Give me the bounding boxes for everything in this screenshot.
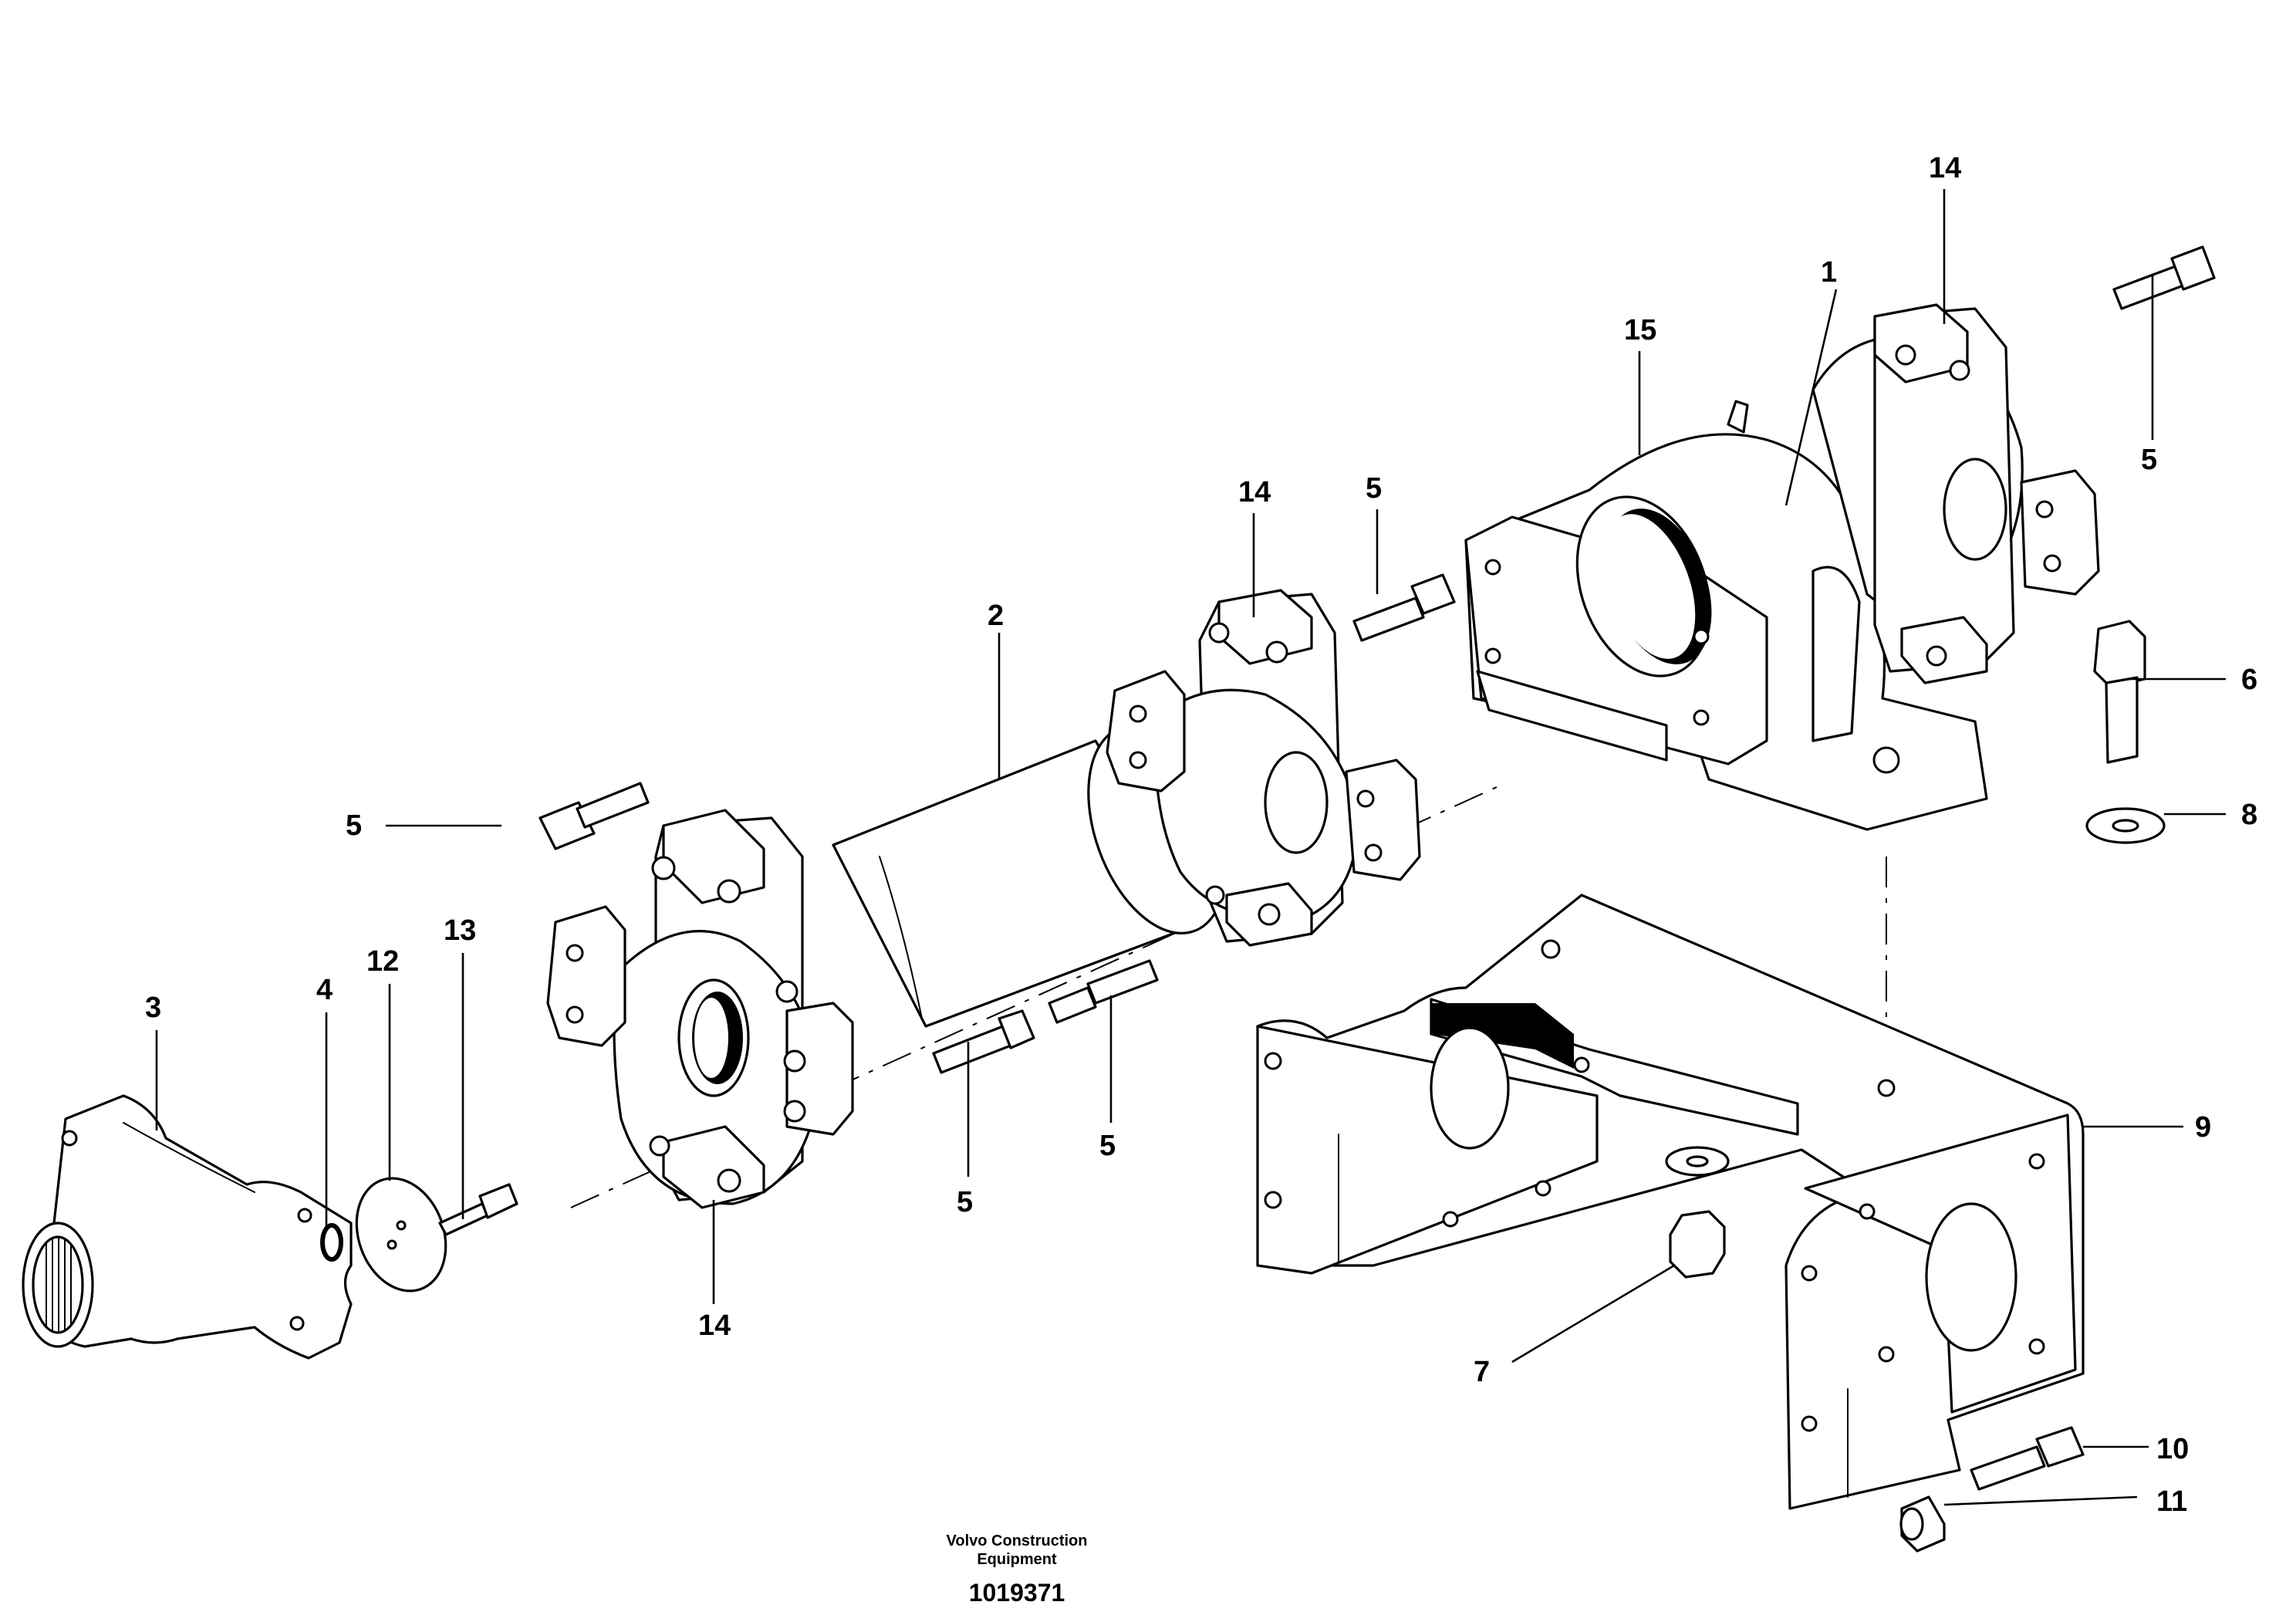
part-9-bracket (1256, 894, 2085, 1510)
part-3-flange-yoke (22, 1094, 353, 1360)
callout-5-top-middle: 5 (1366, 472, 1382, 505)
callout-5-left: 5 (346, 809, 362, 842)
part-5-bolt-center-lower (932, 1009, 1035, 1074)
company-name-line2: Equipment (977, 1551, 1057, 1568)
callout-14-bottom-left: 14 (698, 1309, 731, 1342)
callout-14-center: 14 (1238, 476, 1271, 509)
footer: Volvo Construction Equipment 1019371 (947, 1532, 1088, 1607)
callout-1: 1 (1821, 256, 1837, 289)
part-4-circlip (320, 1223, 343, 1262)
callout-9: 9 (2195, 1111, 2211, 1144)
part-11-spacer (1899, 1495, 1946, 1553)
callout-4: 4 (316, 974, 333, 1006)
part-14-cross-flange-right (1106, 589, 1421, 947)
callout-8: 8 (2241, 799, 2257, 831)
part-5-bolt-center-upper (1048, 959, 1159, 1024)
part-14-cross-flange-left (546, 809, 854, 1209)
callout-15: 15 (1624, 314, 1656, 346)
callout-13: 13 (444, 914, 476, 947)
callout-6: 6 (2241, 664, 2257, 696)
part-13-bolt (438, 1183, 518, 1236)
callout-5-bottom-center: 5 (957, 1186, 973, 1218)
callout-14-top: 14 (1929, 152, 1961, 184)
callout-11: 11 (2156, 1485, 2187, 1518)
part-5-bolt-top-right (2112, 245, 2216, 310)
company-name-line1: Volvo Construction (947, 1532, 1088, 1549)
drawing-number: 1019371 (969, 1579, 1065, 1607)
part-5-bolt-left (539, 782, 650, 850)
leader-lines (155, 189, 2226, 1506)
callout-labels: 1 2 3 4 12 13 5 5 5 5 5 6 8 7 9 10 11 14… (145, 152, 2257, 1518)
callout-10: 10 (2156, 1433, 2189, 1465)
part-10-bolt (1970, 1426, 2085, 1491)
callout-2: 2 (988, 600, 1004, 632)
part-6-bolt (2093, 620, 2146, 764)
callout-7: 7 (1474, 1356, 1490, 1388)
part-12-washer (355, 1177, 447, 1293)
part-8-washer (2085, 807, 2166, 844)
part-5-bolt-top-middle (1352, 573, 1456, 642)
callout-3: 3 (145, 992, 161, 1024)
callout-5-center: 5 (1099, 1130, 1116, 1162)
callout-12: 12 (366, 945, 399, 978)
part-7-nut (1665, 1146, 1730, 1279)
callout-5-top-right: 5 (2141, 444, 2157, 476)
